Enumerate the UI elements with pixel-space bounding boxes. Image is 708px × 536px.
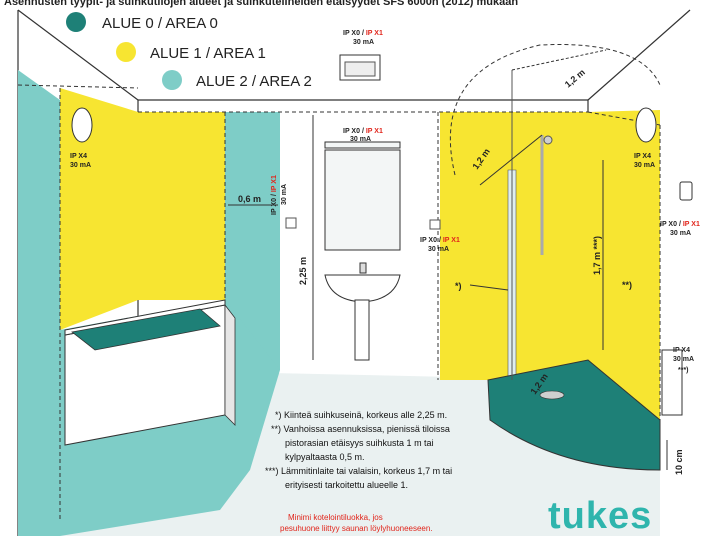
ceiling-zone-arc bbox=[449, 44, 661, 176]
legend-area2-label: ALUE 2 / AREA 2 bbox=[196, 73, 312, 90]
mirror-lamp-ip: IP X0 / IP X1 bbox=[343, 128, 383, 135]
dim-bath-zone: 0,6 m bbox=[238, 194, 261, 204]
marker-star2: **) bbox=[622, 280, 632, 290]
legend-area2-swatch bbox=[162, 70, 182, 90]
title-partial: Asennusten tyypit- ja suihkutilojen alue… bbox=[4, 0, 518, 8]
footnote-red-2: pesuhuone liittyy saunan löylyhuoneeseen… bbox=[280, 524, 433, 533]
brand-logo: tukes bbox=[548, 495, 652, 536]
floor-drain bbox=[539, 390, 565, 400]
dim-ceiling-radius: 1,2 m bbox=[563, 67, 587, 89]
left-wall-area2 bbox=[18, 70, 60, 536]
heater bbox=[661, 349, 683, 416]
left-wall-lamp bbox=[71, 107, 93, 143]
left-wall-area1 bbox=[60, 88, 138, 330]
heater-note: ***) bbox=[678, 367, 689, 374]
ceiling-radius-line bbox=[511, 49, 607, 71]
legend-area1-label: ALUE 1 / AREA 1 bbox=[150, 45, 266, 62]
left-socket-rcd: 30 mA bbox=[281, 184, 288, 205]
legend: ALUE 0 / AREA 0 ALUE 1 / AREA 1 ALUE 2 /… bbox=[66, 12, 312, 90]
left-socket bbox=[285, 217, 297, 229]
washbasin bbox=[324, 262, 401, 361]
dim-line-shower bbox=[479, 134, 543, 186]
legend-area0-label: ALUE 0 / AREA 0 bbox=[102, 15, 218, 32]
heater-ip: IP X4 bbox=[673, 347, 690, 354]
ceiling-lamp-rcd: 30 mA bbox=[353, 39, 374, 46]
ceiling-lamp bbox=[339, 54, 381, 81]
ceiling-lamp-ip: IP X0 / IP X1 bbox=[343, 30, 383, 37]
back-wall-area1-left bbox=[138, 112, 225, 300]
mirror-lamp bbox=[324, 141, 401, 149]
note-line-5: ***) Lämmitinlaite tai valaisin, korkeus… bbox=[265, 466, 452, 476]
mid-socket-rcd: 30 mA bbox=[428, 246, 449, 253]
left-socket-ip: IP X0 / IP X1 bbox=[271, 175, 278, 215]
mid-socket bbox=[429, 219, 441, 230]
marker-star1: *) bbox=[455, 281, 462, 291]
right-wall-lamp-rcd: 30 mA bbox=[634, 162, 655, 169]
right-wall-lamp-ip: IP X4 bbox=[634, 153, 651, 160]
mirror bbox=[324, 149, 401, 251]
zone-dashed-lines bbox=[17, 84, 661, 520]
left-wall-lamp-rcd: 30 mA bbox=[70, 162, 91, 169]
right-switch-ip: IP X0 / IP X1 bbox=[660, 221, 700, 228]
dim-height: 2,25 m bbox=[298, 257, 308, 285]
left-wall-lamp-ip: IP X4 bbox=[70, 153, 87, 160]
note-line-3: pistorasian etäisyys suihkusta 1 m tai bbox=[285, 438, 434, 448]
right-wall-area1 bbox=[588, 110, 660, 420]
note-line-6: erityisesti tarkoitettu alueelle 1. bbox=[285, 480, 408, 490]
legend-area0-swatch bbox=[66, 12, 86, 32]
back-wall-area2-strip bbox=[225, 112, 280, 380]
legend-area1-swatch bbox=[116, 42, 136, 62]
dim-floor-gap: 10 cm bbox=[674, 449, 684, 475]
mid-socket-ip: IP X0 / IP X1 bbox=[420, 237, 460, 244]
heater-rcd: 30 mA bbox=[673, 356, 694, 363]
note-line-1: *) Kiinteä suihkuseinä, korkeus alle 2,2… bbox=[275, 410, 447, 420]
note-line-4: kylpyaltaasta 0,5 m. bbox=[285, 452, 365, 462]
bathtub bbox=[64, 299, 236, 446]
right-switch bbox=[679, 181, 693, 201]
notes: *) Kiinteä suihkuseinä, korkeus alle 2,2… bbox=[265, 410, 452, 490]
footnote-red-1: Minimi kotelointiluokka, jos bbox=[288, 513, 383, 522]
right-wall-white bbox=[660, 108, 700, 536]
mirror-lamp-rcd: 30 mA bbox=[350, 136, 371, 143]
shower-head bbox=[543, 135, 553, 145]
dim-heater-height: 1,7 m ***) bbox=[592, 236, 602, 275]
note-line-2: **) Vanhoissa asennuksissa, pienissä til… bbox=[271, 424, 450, 434]
right-wall-lamp bbox=[635, 107, 657, 143]
right-switch-rcd: 30 mA bbox=[670, 230, 691, 237]
marker-star1-line bbox=[469, 284, 509, 291]
